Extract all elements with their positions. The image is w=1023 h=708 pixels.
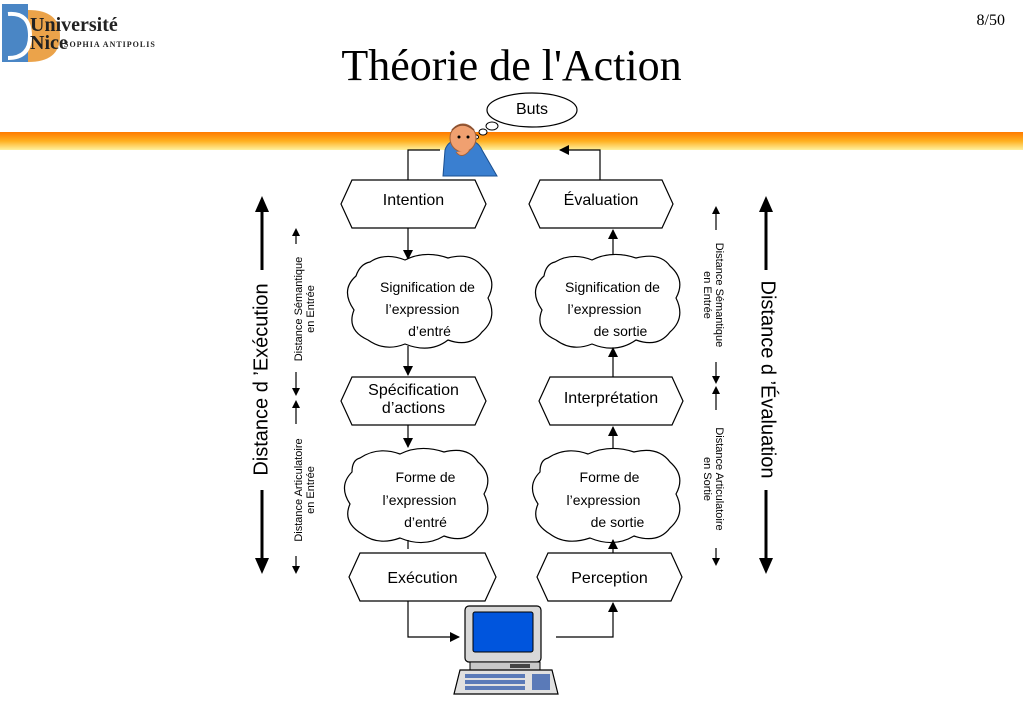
distance-evaluation-arrow: [759, 196, 773, 574]
logo-universite: Université: [30, 14, 118, 36]
articulatoire-entree-line2: en Entrée: [305, 466, 317, 514]
node-interpretation: [538, 376, 684, 426]
articulatoire-entree-label: Distance Articulatoire en Entrée: [293, 420, 319, 560]
semantique-sortie-arrow: [712, 206, 720, 384]
slide-title: Théorie de l'Action: [341, 41, 682, 90]
header-band: [0, 132, 1023, 150]
semantique-sortie-label: Distance Sémantique en Entrée: [699, 235, 725, 355]
signification-sortie-line2: l’expression: [567, 301, 642, 317]
semantique-entree-arrow: [292, 228, 300, 396]
cloud-signification-entree: [346, 253, 493, 349]
semantique-sortie-line2: en Entrée: [701, 271, 713, 319]
distance-execution-arrow: [255, 196, 269, 574]
university-logo: [2, 4, 60, 62]
node-intention: [340, 179, 487, 229]
articulatoire-sortie-label: Distance Articulatoire en Sortie: [699, 409, 725, 549]
cloud-forme-sortie: [531, 447, 681, 544]
node-specification: [340, 376, 487, 426]
forme-sortie-line1: Forme de: [579, 469, 640, 485]
articulatoire-entree-arrow: [292, 400, 300, 574]
execution-label: Exécution: [387, 570, 458, 587]
forme-entree-line3: d’entré: [404, 514, 447, 530]
signification-entree-line2: l’expression: [385, 301, 460, 317]
logo-nice: Nice: [30, 32, 68, 54]
node-execution: [348, 552, 497, 602]
specification-line2: d’actions: [381, 400, 446, 417]
interpretation-label: Interprétation: [563, 390, 659, 407]
semantique-entree-label: Distance Sémantique en Entrée: [293, 249, 319, 369]
connector-person-intention: [407, 149, 440, 180]
semantique-sortie-line1: Distance Sémantique: [713, 242, 725, 348]
semantique-entree-line1: Distance Sémantique: [293, 256, 305, 362]
distance-evaluation-label: Distance d ’Évaluation: [756, 280, 779, 479]
articulatoire-entree-line1: Distance Articulatoire: [293, 438, 305, 542]
articulatoire-sortie-arrow: [712, 386, 720, 566]
connector-evaluation-person: [559, 145, 601, 180]
distance-execution-label: Distance d ’Exécution: [250, 283, 273, 476]
cloud-signification-sortie: [534, 253, 681, 349]
page-number: 8/50: [976, 12, 1005, 29]
computer-icon: [453, 605, 559, 695]
perception-label: Perception: [571, 570, 648, 587]
intention-label: Intention: [382, 192, 445, 209]
goal-thought-bubble: [473, 92, 578, 140]
goal-label: Buts: [515, 101, 548, 118]
signification-entree-line1: Signification de: [380, 279, 475, 295]
thinking-person-icon: [442, 123, 498, 177]
signification-sortie-line3: de sortie: [593, 323, 648, 339]
semantique-entree-line2: en Entrée: [305, 285, 317, 333]
forme-entree-line1: Forme de: [395, 469, 456, 485]
evaluation-label: Évaluation: [563, 192, 639, 209]
forme-sortie-line3: de sortie: [590, 514, 645, 530]
forme-sortie-line2: l’expression: [566, 492, 641, 508]
connector-execution-computer: [407, 601, 460, 642]
signification-sortie-line1: Signification de: [565, 279, 660, 295]
articulatoire-sortie-line1: Distance Articulatoire: [713, 427, 725, 531]
connector-computer-perception: [556, 602, 618, 638]
node-evaluation: [528, 179, 674, 229]
articulatoire-sortie-line2: en Sortie: [701, 456, 713, 502]
cloud-forme-entree: [343, 447, 489, 544]
logo-sophia-antipolis: SOPHIA ANTIPOLIS: [64, 40, 156, 49]
node-perception: [536, 552, 683, 602]
specification-line1: Spécification: [368, 382, 459, 399]
forme-entree-line2: l’expression: [382, 492, 457, 508]
signification-entree-line3: d’entré: [408, 323, 451, 339]
